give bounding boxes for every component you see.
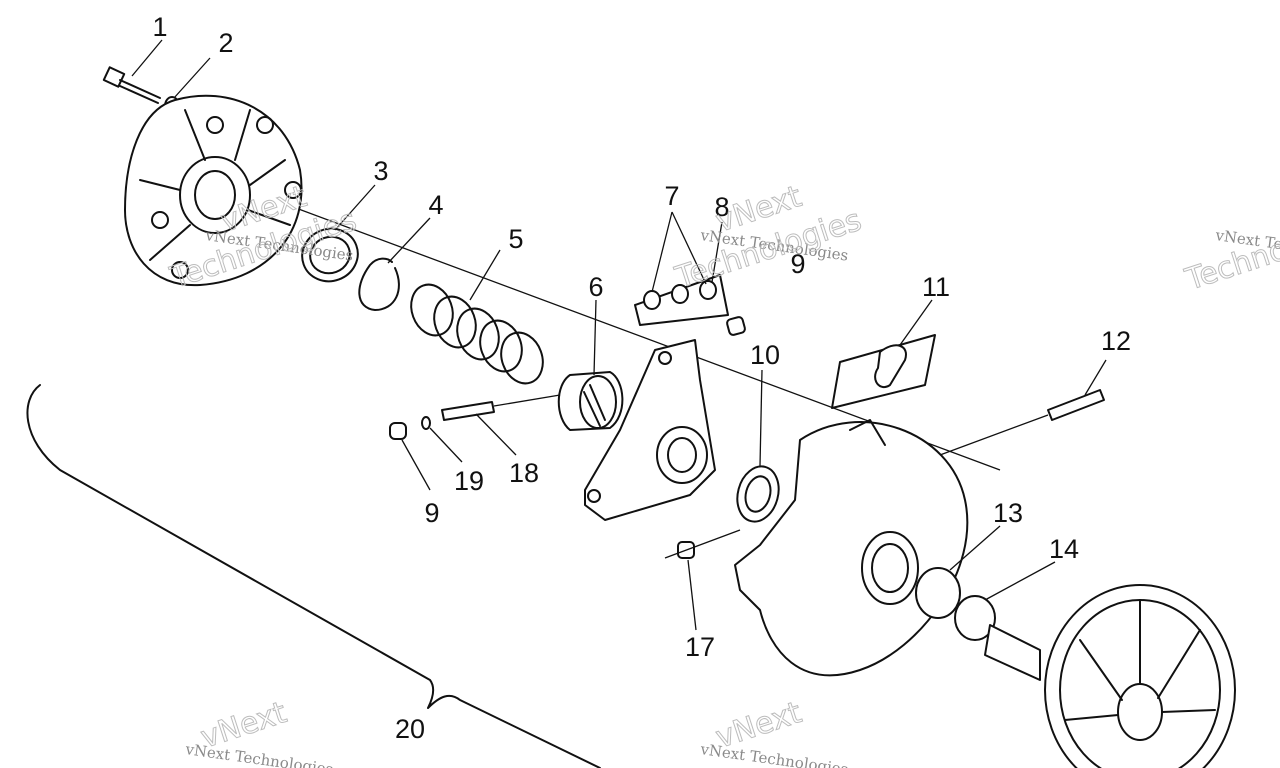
label-part-7: 7 [664,181,679,211]
label-part-1: 1 [152,12,167,42]
nut-part-9 [726,316,746,336]
label-part-5: 5 [508,224,523,254]
spring-part-5 [410,283,544,385]
label-part-17: 17 [685,632,715,662]
label-part-14: 14 [1049,534,1079,564]
bushing-part-13 [915,567,961,619]
washer-part-10 [736,465,780,523]
bushing-part-14 [954,595,996,641]
label-part-4: 4 [428,190,443,220]
label-part-9-pin: 9 [424,498,439,528]
label-part-12: 12 [1101,326,1131,356]
label-part-20: 20 [395,714,425,744]
moveable-sheave [734,419,969,677]
watermark-outline: vNext [712,695,806,755]
ramp-part-11 [831,334,936,409]
label-part-2: 2 [218,28,233,58]
assembly-brace [26,384,601,768]
label-part-9-nut: 9 [790,249,805,279]
label-part-10: 10 [750,340,780,370]
pin-part-12 [939,389,1105,456]
leader-lines [131,39,1107,631]
bolt-part-1 [102,66,161,104]
bushing-part-3 [301,227,359,283]
nut-17-guide-line [664,529,741,559]
spider-arm [584,339,716,521]
label-part-13: 13 [993,498,1023,528]
label-part-11: 11 [922,272,950,302]
watermark-outline: Technologies [1181,205,1280,298]
cover-plate [124,94,303,287]
label-part-18: 18 [509,458,539,488]
weight-washer-set [634,274,729,326]
pin-set [389,394,561,440]
fixed-sheave-shaft [984,584,1236,768]
watermark-outline: vNext [197,695,291,755]
snap-ring-part-4 [358,257,400,311]
label-part-19: 19 [454,466,484,496]
roller-part-6 [557,371,624,431]
label-part-6: 6 [588,272,603,302]
label-part-8: 8 [714,192,729,222]
label-part-3: 3 [373,156,388,186]
